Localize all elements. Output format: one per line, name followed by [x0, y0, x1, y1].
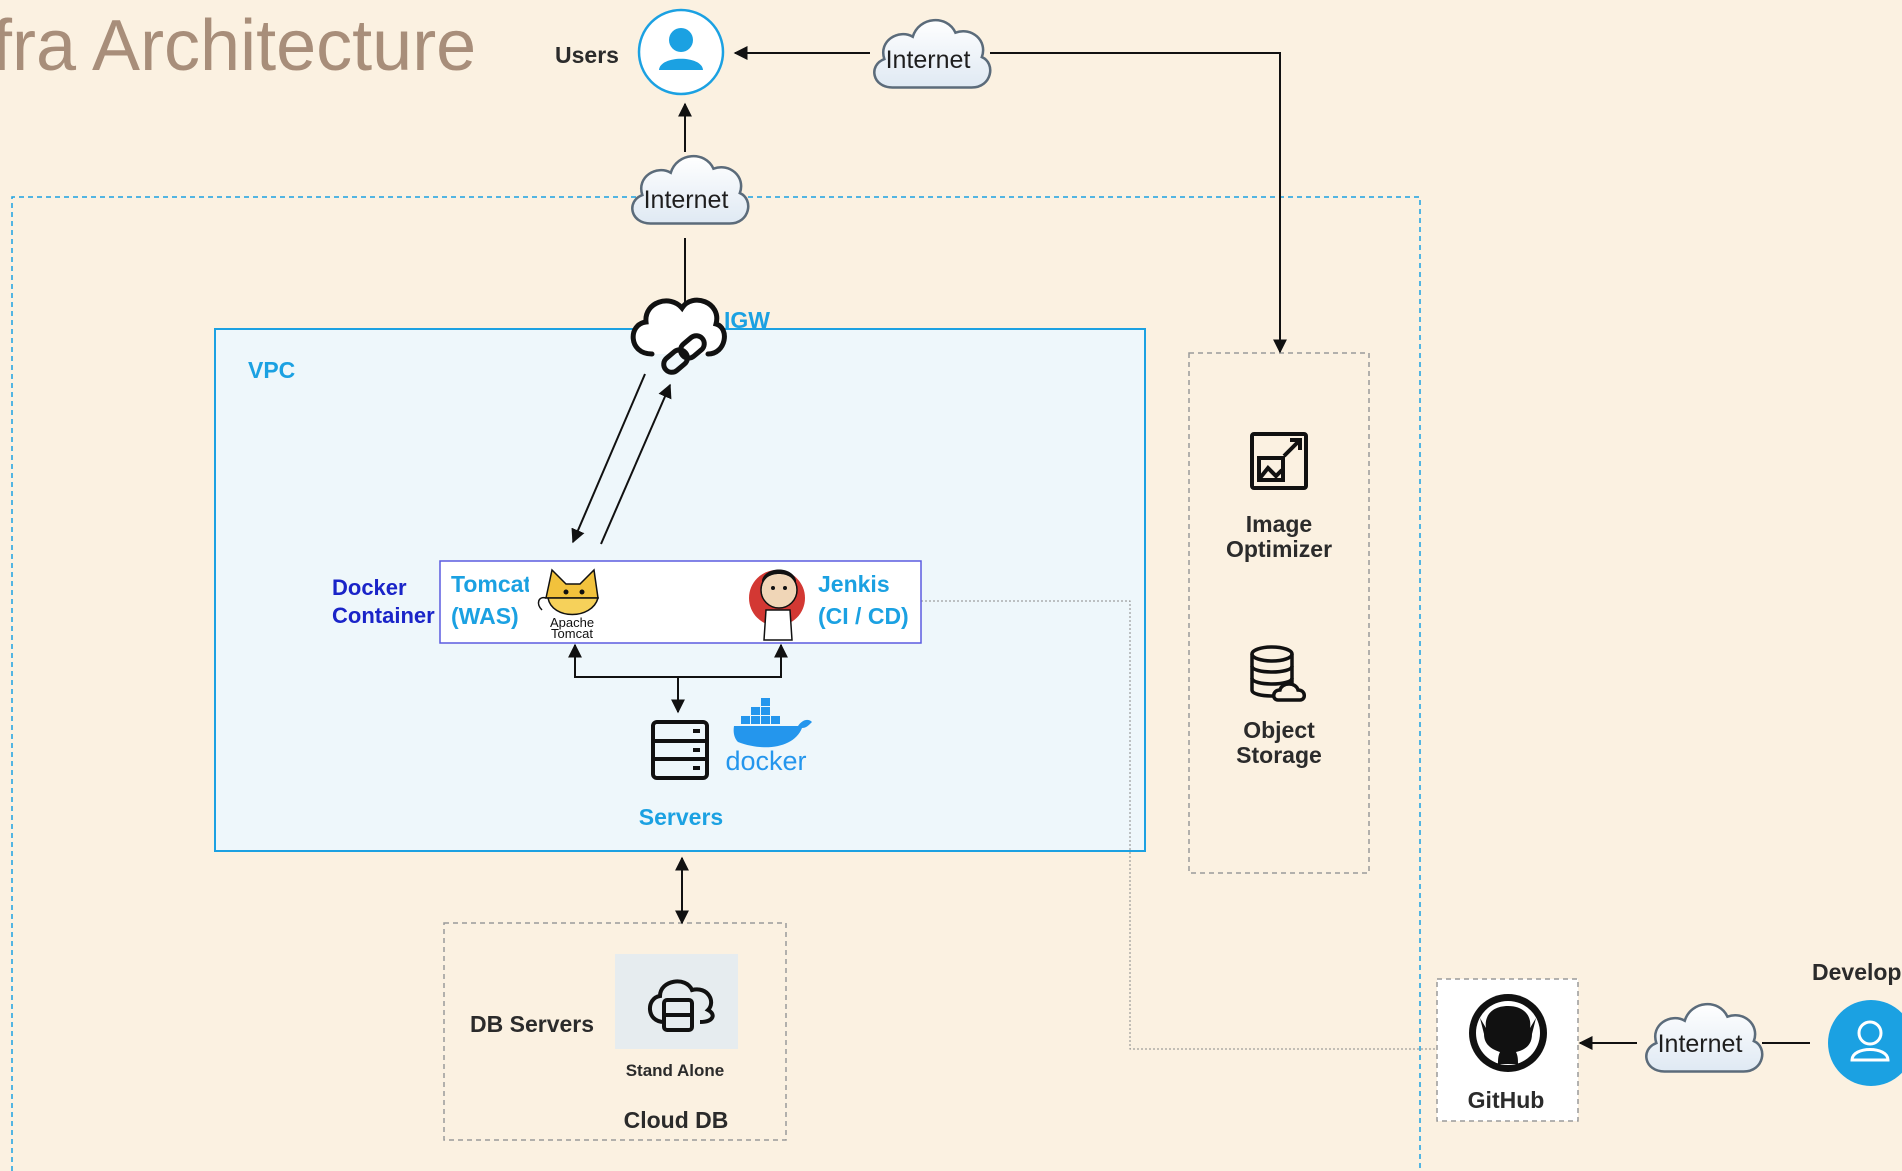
jenkins-logo — [749, 569, 805, 641]
page-title: fra Architecture — [0, 6, 476, 86]
github-label: GitHub — [1468, 1087, 1545, 1113]
edge-internet-to-storage — [990, 52, 1287, 354]
internet-label-top-right: Internet — [886, 46, 971, 74]
tomcat-logo: Apache Tomcat — [529, 562, 615, 642]
vpc-label: VPC — [248, 357, 295, 383]
storage-group-box — [1188, 352, 1370, 874]
github-icon — [1469, 994, 1547, 1072]
developer-label: Develop — [1812, 959, 1901, 985]
image-optimizer-label-2: Optimizer — [1226, 536, 1332, 562]
image-optimizer-icon — [1250, 432, 1308, 490]
internet-cloud-top: Internet — [631, 154, 750, 225]
object-storage-icon — [1250, 645, 1306, 702]
edge-tomcat-to-igw — [600, 383, 672, 545]
tomcat-label-2: (WAS) — [451, 603, 519, 629]
edge-jenkins-to-github — [921, 600, 1437, 1050]
object-storage-label-1: Object — [1243, 717, 1315, 743]
jenkins-label-2: (CI / CD) — [818, 603, 909, 629]
object-storage-label-2: Storage — [1236, 742, 1322, 768]
tomcat-logo-text-2: Tomcat — [551, 626, 593, 641]
tomcat-label-1: Tomcat — [451, 571, 531, 597]
docker-logo-text: docker — [725, 746, 806, 776]
db-name-label: Cloud DB — [624, 1107, 729, 1133]
servers-label: Servers — [639, 804, 723, 830]
db-servers-label: DB Servers — [470, 1011, 594, 1037]
docker-container-label-1: Docker — [332, 575, 407, 600]
tomcat-logo-text-1: Apache — [550, 615, 594, 630]
internet-label-dev: Internet — [1658, 1030, 1743, 1058]
internet-cloud-top-right: Internet — [873, 18, 992, 89]
docker-container-box — [439, 560, 922, 644]
image-optimizer-label-1: Image — [1246, 511, 1312, 537]
internet-cloud-dev: Internet — [1645, 1002, 1764, 1073]
edge-igw-to-tomcat — [571, 373, 646, 544]
cloud-db-icon — [648, 979, 715, 1032]
docker-whale-icon: docker — [725, 698, 812, 776]
internet-label-top: Internet — [644, 186, 729, 214]
users-label: Users — [555, 42, 619, 68]
developer-icon — [1828, 1000, 1902, 1086]
docker-container-label-2: Container — [332, 603, 435, 628]
db-mode-label: Stand Alone — [626, 1061, 725, 1080]
igw-cloud-link-icon — [630, 297, 727, 375]
server-rack-icon — [651, 720, 709, 780]
jenkins-label-1: Jenkis — [818, 571, 890, 597]
igw-label: IGW — [724, 307, 770, 333]
user-icon — [637, 8, 725, 96]
